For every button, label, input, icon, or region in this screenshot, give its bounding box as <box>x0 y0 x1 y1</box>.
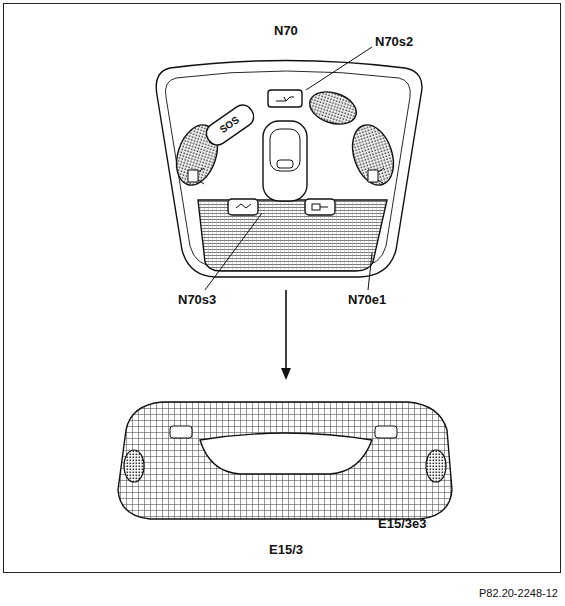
interior-light-unit <box>118 402 452 519</box>
callout-label: N70s2 <box>375 35 413 48</box>
lamp <box>124 450 144 482</box>
callout-label: N70s3 <box>178 293 216 306</box>
part-name: E15/3 <box>269 543 303 556</box>
arrow <box>281 290 291 380</box>
lamp <box>426 450 446 482</box>
switch <box>170 426 192 438</box>
switch <box>305 199 335 215</box>
sliding-roof-switch <box>263 121 307 201</box>
part-name: N70 <box>274 24 298 37</box>
roof-switch <box>268 90 302 107</box>
grille <box>306 86 361 129</box>
callout-label: N70e1 <box>348 293 386 306</box>
figure-number: P82.20-2248-12 <box>479 588 558 599</box>
frame <box>4 4 561 573</box>
callout-label: E15/3e3 <box>378 517 426 530</box>
switch <box>228 199 258 215</box>
reading-lamp <box>345 120 400 191</box>
sos-button <box>202 101 257 149</box>
overhead-control-panel <box>156 61 422 278</box>
grip-recess <box>200 433 372 474</box>
switch <box>375 426 397 438</box>
